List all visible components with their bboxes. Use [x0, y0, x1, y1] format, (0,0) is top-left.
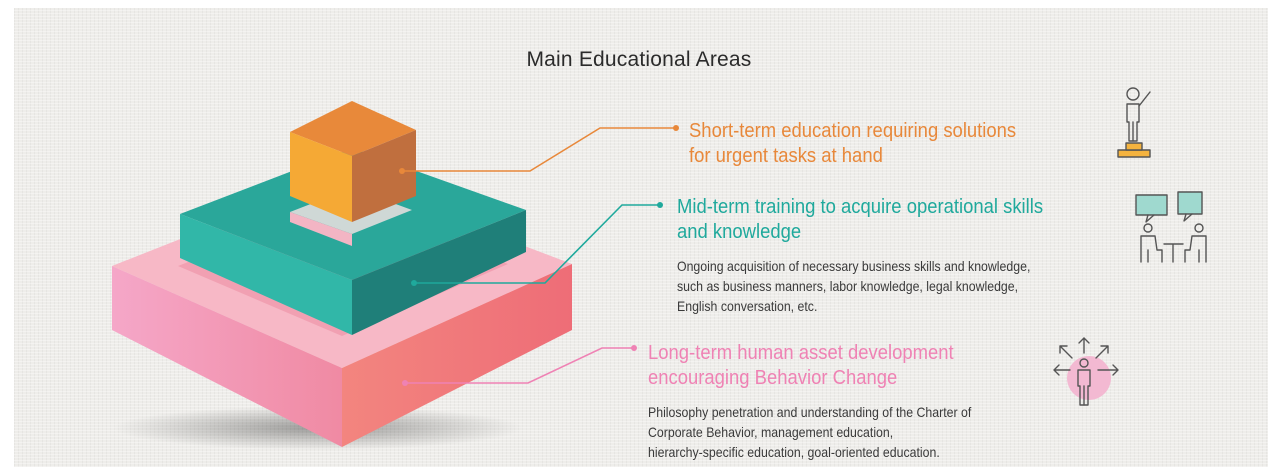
textured-background [14, 8, 1268, 467]
mid-term-heading: Mid-term training to acquire operational… [677, 194, 1118, 244]
mid-term-description-line: Ongoing acquisition of necessary busines… [677, 258, 1031, 274]
person-growth-arrows-icon [1053, 337, 1119, 406]
long-term-description: Philosophy penetration and understanding… [648, 402, 1035, 462]
connector-short-term [402, 127, 676, 172]
mid-term-heading-line: Mid-term training to acquire operational… [677, 195, 1044, 218]
long-term-description-line: hierarchy-specific education, goal-orien… [648, 444, 940, 460]
long-term-description-line: Corporate Behavior, management education… [648, 424, 894, 440]
connector-lines [399, 125, 679, 386]
connector-mid-term [414, 204, 660, 284]
short-term-heading-line: Short-term education requiring solutions [689, 119, 1017, 142]
mid-term-description-line: such as business manners, labor knowledg… [677, 278, 1019, 294]
person-on-podium-icon [1117, 87, 1151, 158]
short-term-heading-line: for urgent tasks at hand [689, 144, 883, 167]
connector-long-term [405, 347, 634, 384]
long-term-description-line: Philosophy penetration and understanding… [648, 404, 972, 420]
short-term-heading: Short-term education requiring solutions… [689, 118, 1076, 168]
mid-term-description: Ongoing acquisition of necessary busines… [677, 256, 1099, 316]
mid-term-heading-line: and knowledge [677, 220, 802, 243]
short-term-cube [290, 101, 416, 222]
page-title: Main Educational Areas [526, 48, 752, 71]
long-term-heading-line: encouraging Behavior Change [648, 366, 898, 389]
two-people-meeting-icon [1135, 191, 1207, 263]
mid-term-description-line: English conversation, etc. [677, 298, 818, 314]
long-term-heading: Long-term human asset development encour… [648, 340, 1035, 390]
long-term-heading-line: Long-term human asset development [648, 341, 954, 364]
